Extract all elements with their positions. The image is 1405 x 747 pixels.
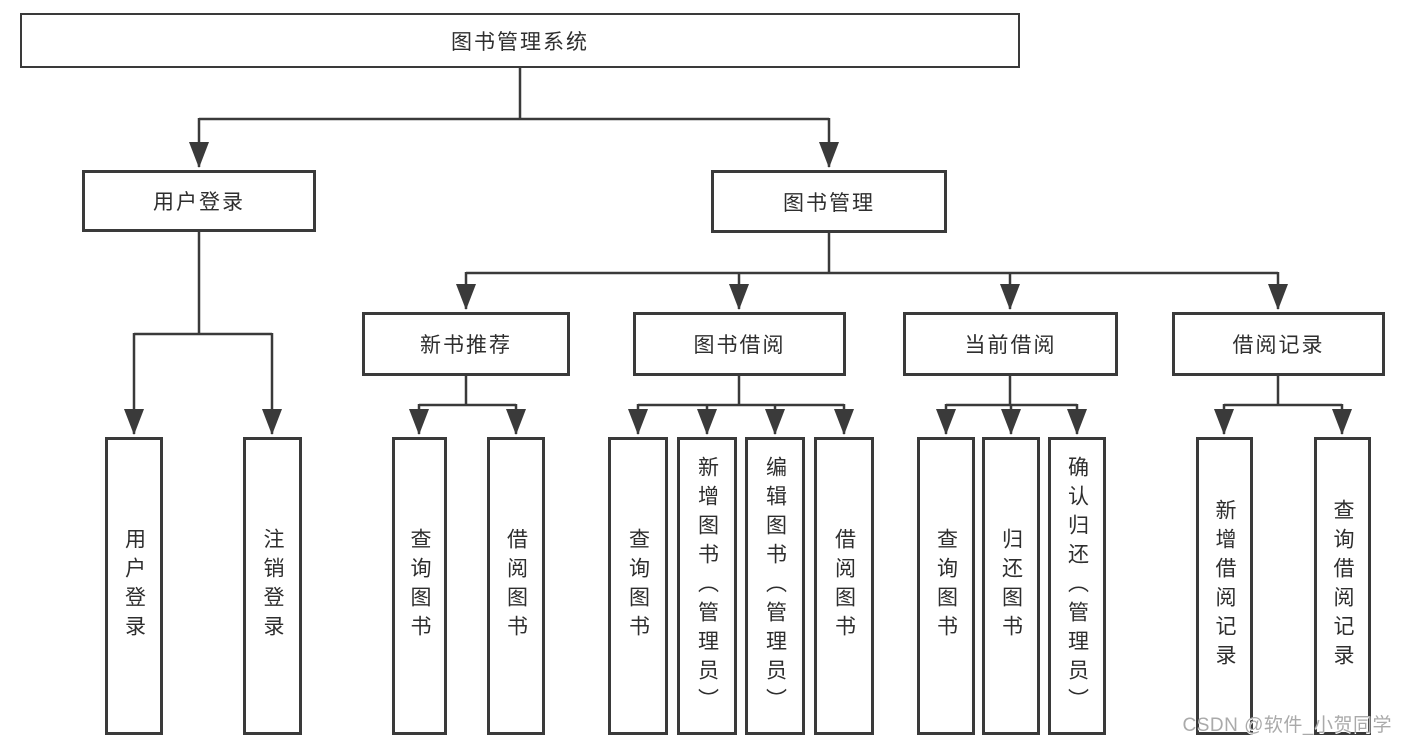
leaf-query-book-borrow-label: 查询图书	[626, 528, 650, 644]
leaf-user-login: 用户登录	[105, 437, 163, 735]
leaf-query-book-current: 查询图书	[917, 437, 975, 735]
node-new-book-recommend-label: 新书推荐	[420, 334, 512, 357]
node-book-borrow: 图书借阅	[633, 312, 846, 376]
connector-root	[199, 68, 829, 121]
leaf-query-borrow-record-label: 查询借阅记录	[1331, 499, 1354, 673]
node-book-mgmt-label: 图书管理	[783, 191, 875, 215]
node-user-login-label: 用户登录	[153, 191, 245, 214]
leaf-query-book-recommend: 查询图书	[392, 437, 447, 735]
leaf-borrow-book-label: 借阅图书	[832, 528, 856, 644]
csdn-watermark: CSDN @软件_小贺同学	[1182, 715, 1392, 736]
leaf-return-book: 归还图书	[982, 437, 1040, 735]
leaf-confirm-return-admin-label: 确认归还（管理员）	[1065, 455, 1089, 717]
node-borrow-records: 借阅记录	[1172, 312, 1385, 376]
connector-book-mgmt	[466, 233, 1278, 275]
connector-book-borrow	[638, 376, 844, 407]
leaf-logout-label: 注销登录	[261, 528, 284, 644]
leaf-add-book-admin-label: 新增图书（管理员）	[695, 455, 719, 717]
node-new-book-recommend: 新书推荐	[362, 312, 570, 376]
leaf-add-borrow-record: 新增借阅记录	[1196, 437, 1253, 735]
connector-new-book-recommend	[419, 376, 516, 407]
connector-borrow-records	[1224, 376, 1342, 407]
leaf-add-book-admin: 新增图书（管理员）	[677, 437, 737, 735]
node-user-login: 用户登录	[82, 170, 316, 232]
leaf-borrow-book-recommend: 借阅图书	[487, 437, 545, 735]
leaf-logout: 注销登录	[243, 437, 302, 735]
connector-user-login	[134, 232, 272, 336]
node-root-label: 图书管理系统	[451, 30, 589, 54]
leaf-query-book-current-label: 查询图书	[934, 528, 958, 644]
leaf-borrow-book: 借阅图书	[814, 437, 874, 735]
node-book-borrow-label: 图书借阅	[693, 334, 786, 357]
leaf-borrow-book-recommend-label: 借阅图书	[504, 528, 528, 644]
leaf-query-book-borrow: 查询图书	[608, 437, 668, 735]
leaf-add-borrow-record-label: 新增借阅记录	[1213, 499, 1236, 673]
leaf-edit-book-admin-label: 编辑图书（管理员）	[763, 455, 787, 717]
node-current-borrow: 当前借阅	[903, 312, 1118, 376]
leaf-confirm-return-admin: 确认归还（管理员）	[1048, 437, 1106, 735]
leaf-query-book-recommend-label: 查询图书	[408, 528, 431, 644]
node-book-mgmt: 图书管理	[711, 170, 947, 233]
leaf-query-borrow-record: 查询借阅记录	[1314, 437, 1371, 735]
leaf-user-login-label: 用户登录	[122, 528, 146, 644]
node-current-borrow-label: 当前借阅	[964, 334, 1057, 357]
leaf-return-book-label: 归还图书	[999, 528, 1023, 644]
leaf-edit-book-admin: 编辑图书（管理员）	[745, 437, 805, 735]
node-borrow-records-label: 借阅记录	[1232, 334, 1325, 357]
connector-current-borrow	[946, 376, 1077, 407]
node-root: 图书管理系统	[20, 13, 1020, 68]
